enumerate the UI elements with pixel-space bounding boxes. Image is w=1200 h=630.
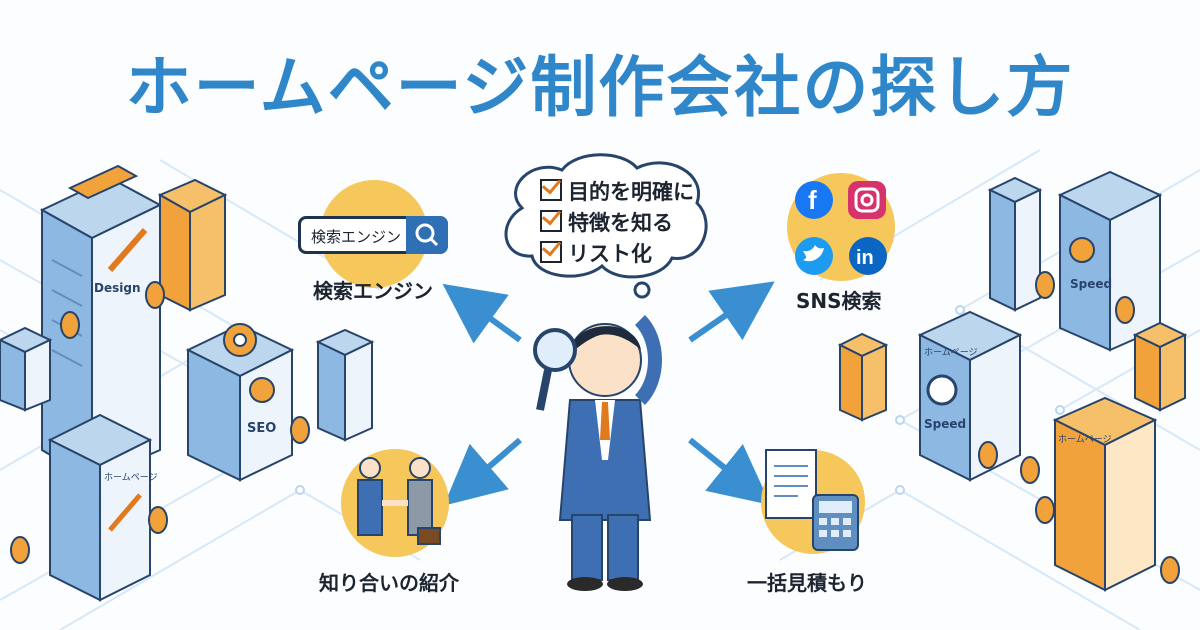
arrow-search [442, 283, 522, 344]
svg-text:f: f [808, 185, 817, 215]
homepage-building-left: ホームページ [47, 413, 158, 602]
left-buildings: Design SEO ホームページ [0, 164, 375, 602]
document-icon [765, 449, 817, 519]
trees-right [978, 271, 1180, 584]
businessman [533, 315, 662, 591]
facebook-icon: f [795, 181, 833, 219]
homepage-sign-mid: ホームページ [924, 347, 978, 358]
checkbox-icon [540, 241, 562, 263]
checklist-item-2: 特徴を知る [540, 207, 673, 237]
briefcase-icon [417, 527, 441, 545]
checklist-item-1: 目的を明確に [540, 176, 694, 206]
checklist-text-3: リスト化 [568, 242, 652, 266]
homepage-sign-right: ホームページ [1058, 434, 1112, 445]
svg-text:in: in [856, 247, 874, 269]
checkbox-icon [540, 210, 562, 232]
design-building: Design [39, 164, 163, 482]
search-bar-text: 検索エンジン [311, 228, 402, 246]
linkedin-icon: in [849, 237, 887, 275]
instagram-icon [848, 181, 886, 219]
referral-circle [341, 449, 449, 557]
arrow-referral [443, 437, 522, 506]
twitter-icon [795, 237, 833, 275]
search-engine-label: 検索エンジン [313, 279, 433, 303]
magnifier-icon [533, 328, 577, 372]
right-buildings: Speed ホームページ Speed ホームページ [837, 170, 1188, 592]
arrow-estimate [688, 437, 771, 506]
search-bar: 検索エンジン [298, 216, 448, 254]
trees-left [10, 281, 310, 564]
speed-sign-mid: Speed [924, 417, 966, 431]
estimate-circle [761, 449, 865, 554]
seo-sign: SEO [247, 421, 276, 436]
sns-circle: f in [787, 173, 895, 281]
homepage-sign-left: ホームページ [104, 472, 158, 483]
sns-label: SNS検索 [796, 289, 882, 313]
seo-building: SEO [185, 323, 295, 482]
speed-sign-top: Speed [1070, 277, 1112, 291]
design-sign: Design [94, 281, 141, 295]
page-title: ホームページ制作会社の探し方 [125, 49, 1075, 126]
checkbox-icon [540, 179, 562, 201]
referral-label: 知り合いの紹介 [319, 571, 459, 595]
search-icon [406, 216, 448, 254]
homepage-building-right: ホームページ [1052, 396, 1158, 592]
checklist-text-1: 目的を明確に [568, 180, 694, 204]
arrow-sns [688, 281, 775, 343]
checklist-item-3: リスト化 [540, 238, 652, 268]
checklist-text-2: 特徴を知る [568, 211, 673, 235]
estimate-label: 一括見積もり [747, 571, 867, 595]
